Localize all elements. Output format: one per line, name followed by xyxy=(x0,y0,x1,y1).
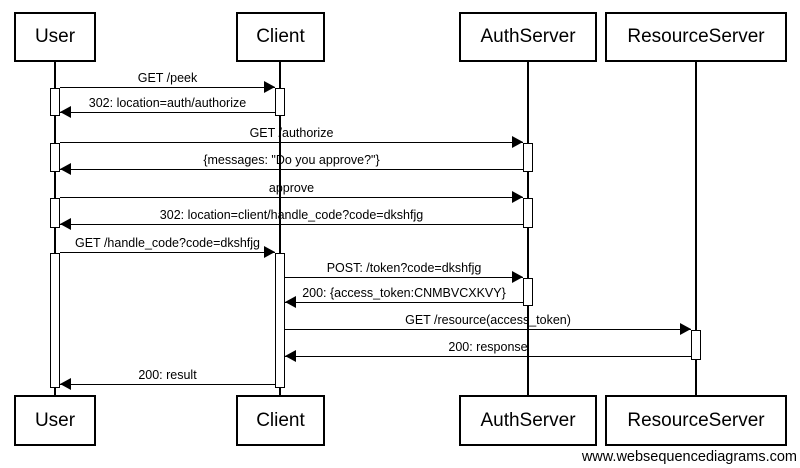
message-arrowhead xyxy=(680,323,691,335)
participant-label: User xyxy=(34,409,76,431)
message-label: 302: location=auth/authorize xyxy=(88,96,247,110)
message-arrowhead xyxy=(60,163,71,175)
message-arrowhead xyxy=(285,350,296,362)
activation-bar-user xyxy=(50,198,60,228)
lifeline-resourceserver xyxy=(695,62,697,395)
message-line xyxy=(285,356,691,358)
activation-bar-user xyxy=(50,253,60,388)
message-line xyxy=(285,277,523,279)
message-arrowhead xyxy=(60,106,71,118)
participant-label: Client xyxy=(256,26,305,47)
participant-label: ResourceServer xyxy=(627,409,765,431)
message-label: GET /authorize xyxy=(249,126,334,140)
message-line xyxy=(60,87,275,89)
message-line xyxy=(60,224,523,226)
lifeline-client xyxy=(279,62,281,395)
message-label: GET /peek xyxy=(137,71,198,85)
lifeline-authserver xyxy=(527,62,529,395)
message-label: 200: response xyxy=(448,340,528,354)
activation-bar-client xyxy=(275,88,285,116)
message-label: 200: result xyxy=(138,368,197,382)
participant-resourceserver-head-box: ResourceServer xyxy=(605,12,787,62)
activation-bar-client xyxy=(275,253,285,388)
message-arrowhead xyxy=(264,81,275,93)
message-line xyxy=(285,329,691,331)
participant-authserver-head-box: AuthServer xyxy=(459,12,597,62)
message-line xyxy=(60,142,523,144)
message-label: 200: {access_token:CNMBVCXKVY} xyxy=(302,286,506,300)
lifeline-user xyxy=(54,62,56,395)
participant-label: AuthServer xyxy=(480,26,576,47)
participant-label: ResourceServer xyxy=(627,26,765,47)
message-line xyxy=(60,169,523,171)
message-label: GET /resource(access_token) xyxy=(405,313,571,327)
participant-label: AuthServer xyxy=(480,409,576,431)
message-arrowhead xyxy=(60,378,71,390)
activation-bar-authserver xyxy=(523,278,533,306)
activation-bar-user xyxy=(50,88,60,116)
message-arrowhead xyxy=(512,191,523,203)
participant-authserver-foot-box: AuthServer xyxy=(459,395,597,446)
message-arrowhead xyxy=(60,218,71,230)
message-line xyxy=(60,252,275,254)
message-label: GET /handle_code?code=dkshfjg xyxy=(75,236,260,250)
activation-bar-user xyxy=(50,143,60,172)
message-line xyxy=(60,197,523,199)
participant-client-foot-box: Client xyxy=(236,395,325,446)
message-line xyxy=(60,384,275,386)
participant-client-head-box: Client xyxy=(236,12,325,62)
message-arrowhead xyxy=(285,296,296,308)
message-line xyxy=(60,112,275,114)
message-label: 302: location=client/handle_code?code=dk… xyxy=(159,208,424,222)
participant-label: User xyxy=(34,26,76,47)
activation-bar-resourceserver xyxy=(691,330,701,360)
participant-label: Client xyxy=(256,409,305,431)
message-line xyxy=(285,302,523,304)
message-arrowhead xyxy=(264,246,275,258)
participant-resourceserver-foot-box: ResourceServer xyxy=(605,395,787,446)
message-label: approve xyxy=(268,181,315,195)
message-label: POST: /token?code=dkshfjg xyxy=(326,261,482,275)
watermark-text: www.websequencediagrams.com xyxy=(581,449,797,465)
message-label: {messages: "Do you approve?"} xyxy=(203,153,380,167)
participant-user-head-box: User xyxy=(14,12,96,62)
activation-bar-authserver xyxy=(523,143,533,172)
activation-bar-authserver xyxy=(523,198,533,228)
message-arrowhead xyxy=(512,271,523,283)
message-arrowhead xyxy=(512,136,523,148)
participant-user-foot-box: User xyxy=(14,395,96,446)
